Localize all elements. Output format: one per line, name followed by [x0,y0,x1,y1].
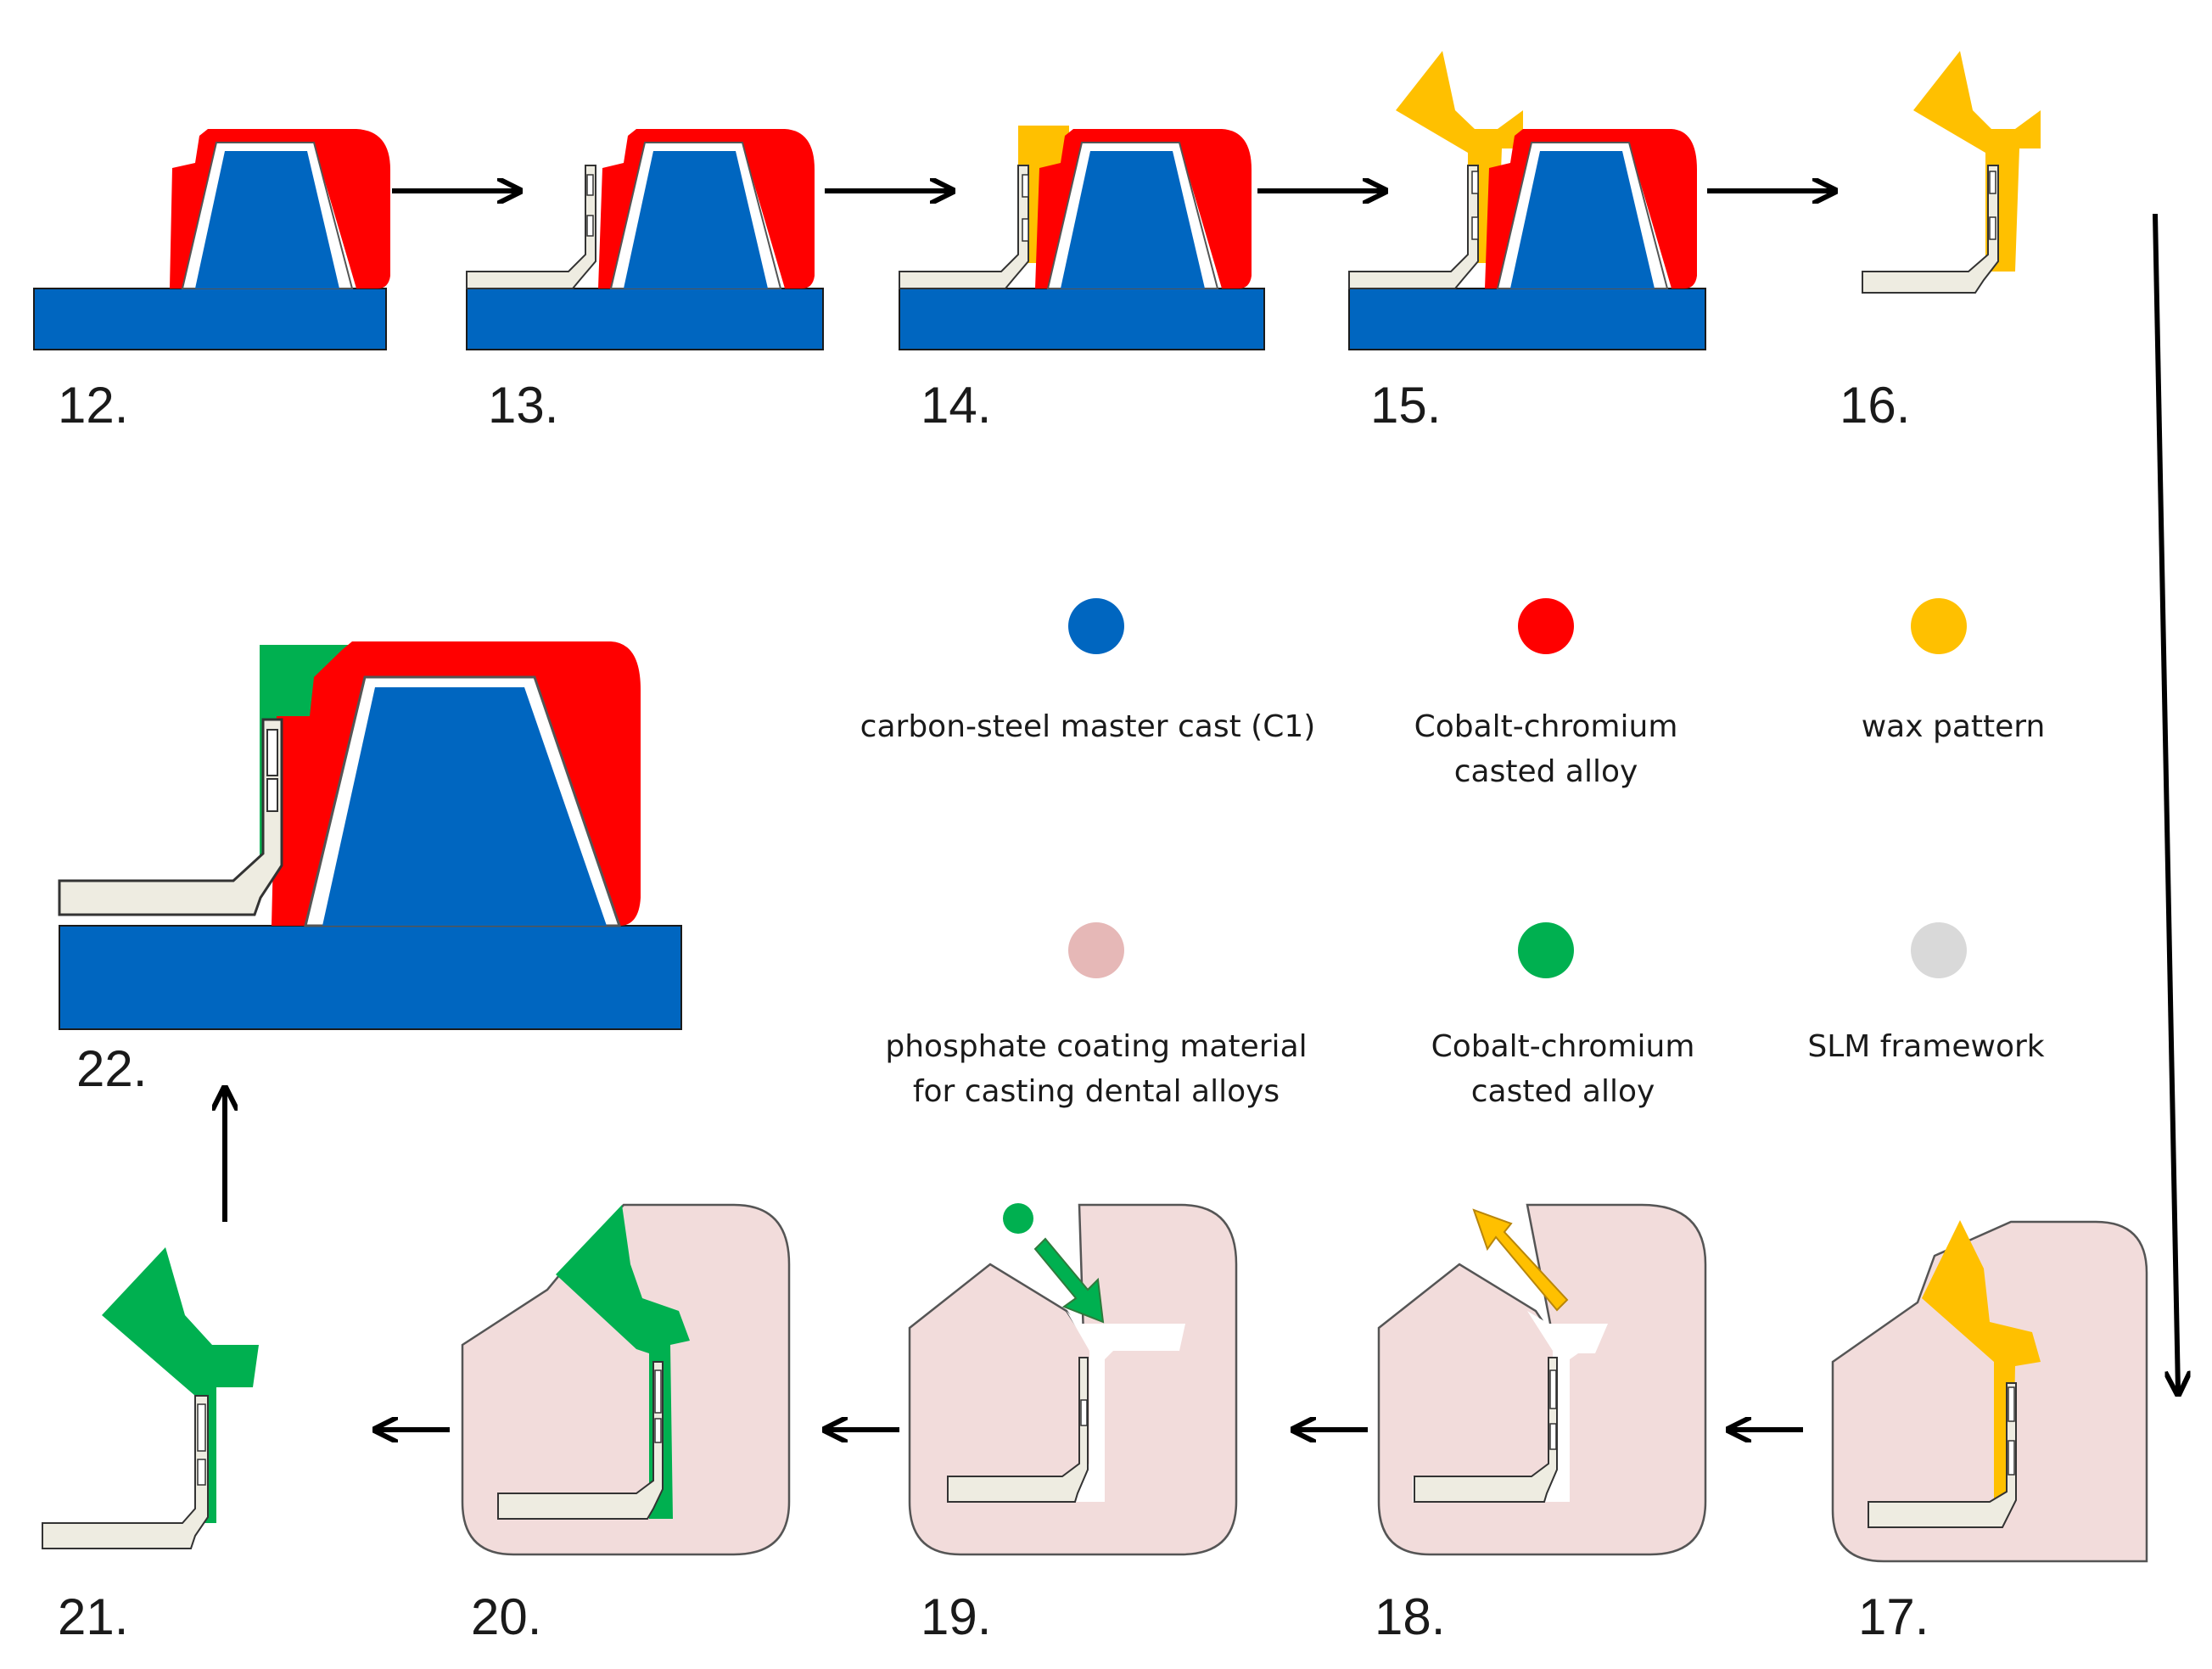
legend-label-carbon-steel: carbon-steel master cast (C1) [860,709,1316,744]
step-17-diagram [1831,1220,2148,1563]
step-label-15: 15. [1370,377,1441,434]
legend-swatch-cobalt-chromium-red [1518,598,1574,654]
step-label-19: 19. [921,1588,991,1645]
legend-swatch-carbon-steel [1068,598,1124,654]
step-19-diagram [908,1203,1238,1556]
step-label-16: 16. [1840,377,1910,434]
step-16-diagram [1862,51,2041,294]
step-label-14: 14. [921,377,991,434]
legend-swatch-cobalt-chromium-green [1518,922,1574,978]
step-21-diagram [42,1247,259,1549]
step-label-21: 21. [58,1588,128,1645]
step-label-22: 22. [76,1040,147,1097]
legend-label-phosphate-coating: for casting dental alloys [913,1074,1280,1109]
step-12-diagram [33,129,390,350]
step-15-diagram [1348,51,1706,350]
step-13-diagram [466,129,824,350]
legend: carbon-steel master cast (C1) Cobalt-chro… [860,598,2046,1109]
legend-label-phosphate-coating: phosphate coating material [885,1029,1307,1064]
legend-label-cobalt-chromium-green: Cobalt-chromium [1431,1029,1695,1064]
step-label-13: 13. [488,377,558,434]
step-label-20: 20. [471,1588,541,1645]
step-18-diagram [1377,1203,1707,1556]
legend-swatch-phosphate-coating [1068,922,1124,978]
step-label-12: 12. [58,377,128,434]
step-20-diagram [461,1203,791,1556]
legend-label-cobalt-chromium-red: casted alloy [1454,754,1638,789]
legend-label-slm-framework: SLM framework [1807,1029,2044,1064]
step-label-17: 17. [1858,1588,1929,1645]
step-14-diagram [899,126,1265,350]
arrow-16-17 [2153,213,2178,1392]
legend-swatch-slm-framework [1911,922,1967,978]
legend-label-wax-pattern: wax pattern [1862,709,2046,744]
step-22-diagram [58,641,682,1030]
step-label-18: 18. [1375,1588,1445,1645]
legend-swatch-wax-pattern [1911,598,1967,654]
legend-label-cobalt-chromium-red: Cobalt-chromium [1414,709,1678,744]
legend-label-cobalt-chromium-green: casted alloy [1471,1074,1655,1109]
